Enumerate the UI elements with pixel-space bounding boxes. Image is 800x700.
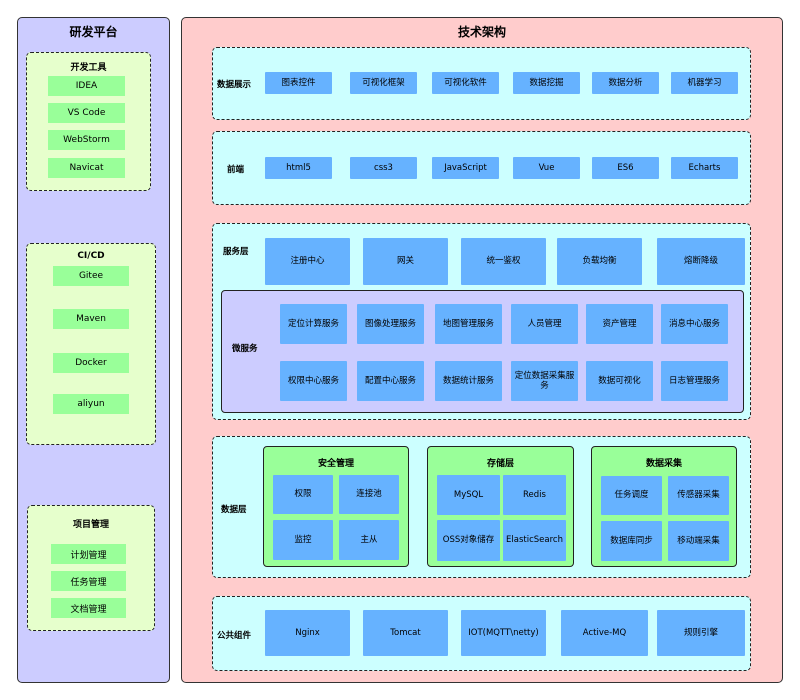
col-sensor: 传感器采集 <box>668 476 729 515</box>
ms-location-calc: 定位计算服务 <box>280 304 347 344</box>
svc-registry: 注册中心 <box>265 238 350 285</box>
collection-title: 数据采集 <box>645 459 682 469</box>
sec-conn-pool: 连接池 <box>339 475 399 514</box>
tool-idea: IDEA <box>48 76 125 96</box>
st-mysql: MySQL <box>437 475 500 515</box>
tech-arch-title: 技术架构 <box>457 25 506 39</box>
dd-chart-widgets: 图表控件 <box>265 72 332 94</box>
fe-es6: ES6 <box>592 157 659 179</box>
fe-html5: html5 <box>265 157 332 179</box>
tool-gitee: Gitee <box>53 266 129 286</box>
microservice-label: 微服务 <box>232 344 258 354</box>
ms-data-visualization: 数据可视化 <box>586 361 653 401</box>
col-task-scheduling: 任务调度 <box>601 476 662 515</box>
ms-personnel-mgmt: 人员管理 <box>511 304 578 344</box>
project-mgmt-title: 项目管理 <box>72 520 109 530</box>
sec-permission: 权限 <box>273 475 333 514</box>
pc-activemq: Active-MQ <box>561 610 648 656</box>
ms-asset-mgmt: 资产管理 <box>586 304 653 344</box>
pc-iot: IOT(MQTT\netty) <box>461 610 546 656</box>
security-title: 安全管理 <box>317 459 354 469</box>
tool-aliyun: aliyun <box>53 394 129 414</box>
cicd-title: CI/CD <box>77 251 105 261</box>
fe-javascript: JavaScript <box>432 157 499 179</box>
tool-maven: Maven <box>53 309 129 329</box>
pm-task: 任务管理 <box>51 571 126 591</box>
st-oss: OSS对象储存 <box>437 520 500 561</box>
pm-plan: 计划管理 <box>51 544 126 564</box>
st-redis: Redis <box>503 475 566 515</box>
sec-monitor: 监控 <box>273 520 333 560</box>
frontend-label: 前端 <box>227 165 245 175</box>
col-db-sync: 数据库同步 <box>601 521 662 561</box>
dev-platform-title: 研发平台 <box>69 25 118 39</box>
dev-tools-title: 开发工具 <box>70 63 107 73</box>
storage-title: 存储层 <box>486 459 514 469</box>
ms-location-collection: 定位数据采集服务 <box>511 361 578 401</box>
tool-vscode: VS Code <box>48 103 125 123</box>
pc-rule-engine: 规则引擎 <box>657 610 745 656</box>
svc-circuit-breaker: 熔断降级 <box>657 238 745 285</box>
st-elasticsearch: ElasticSearch <box>503 520 566 561</box>
service-layer-label: 服务层 <box>223 247 249 257</box>
ms-message-center: 消息中心服务 <box>661 304 728 344</box>
sec-master-slave: 主从 <box>339 520 399 560</box>
svc-gateway: 网关 <box>363 238 448 285</box>
svc-load-balance: 负载均衡 <box>557 238 642 285</box>
ms-permission-center: 权限中心服务 <box>280 361 347 401</box>
dd-machine-learning: 机器学习 <box>671 72 738 94</box>
ms-map-mgmt: 地图管理服务 <box>435 304 502 344</box>
ms-image-processing: 图像处理服务 <box>357 304 424 344</box>
public-components-label: 公共组件 <box>217 631 252 641</box>
tool-navicat: Navicat <box>48 158 125 178</box>
fe-vue: Vue <box>513 157 580 179</box>
pc-tomcat: Tomcat <box>363 610 448 656</box>
ms-log-mgmt: 日志管理服务 <box>661 361 728 401</box>
dd-data-analysis: 数据分析 <box>592 72 659 94</box>
ms-config-center: 配置中心服务 <box>357 361 424 401</box>
fe-echarts: Echarts <box>671 157 738 179</box>
pm-docs: 文档管理 <box>51 598 126 618</box>
data-layer-label: 数据层 <box>221 505 247 515</box>
dd-vis-software: 可视化软件 <box>432 72 499 94</box>
fe-css3: css3 <box>350 157 417 179</box>
svc-auth: 统一鉴权 <box>461 238 546 285</box>
col-mobile: 移动端采集 <box>668 521 729 561</box>
dd-data-mining: 数据挖掘 <box>513 72 580 94</box>
pc-nginx: Nginx <box>265 610 350 656</box>
tool-docker: Docker <box>53 353 129 373</box>
tool-webstorm: WebStorm <box>48 130 125 150</box>
ms-data-statistics: 数据统计服务 <box>435 361 502 401</box>
data-display-label: 数据展示 <box>217 80 252 90</box>
dd-vis-framework: 可视化框架 <box>350 72 417 94</box>
